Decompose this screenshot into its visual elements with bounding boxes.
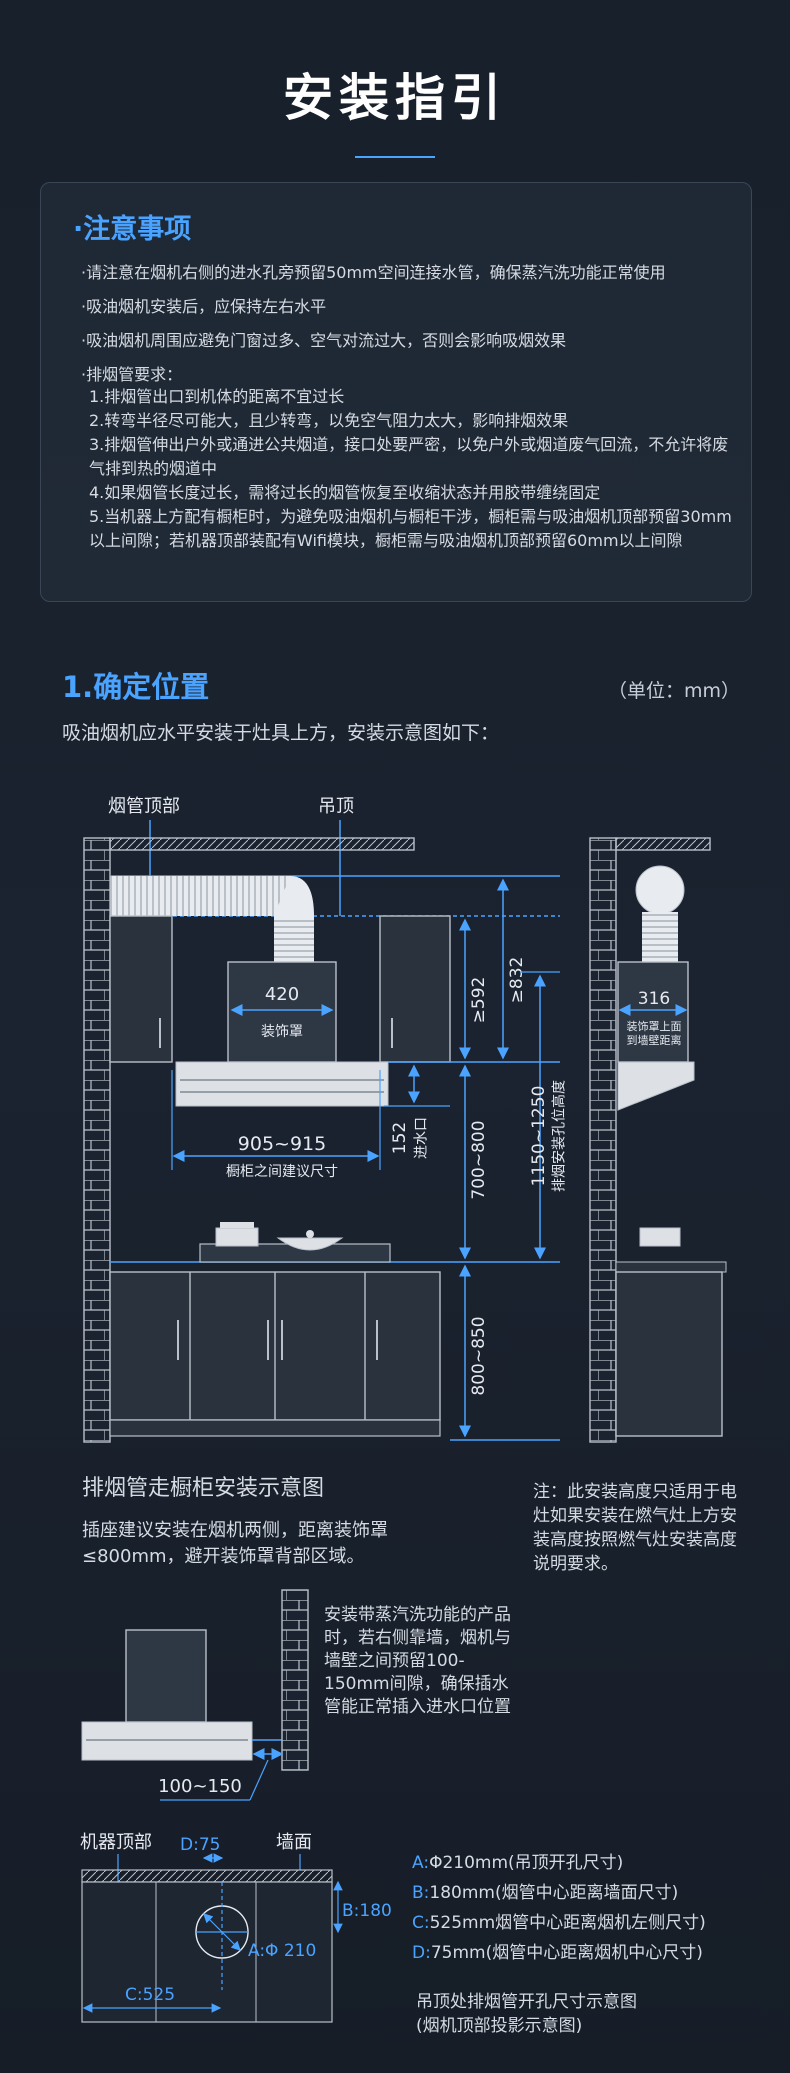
- cabinet-base: [109, 1419, 441, 1437]
- legend-text: 180mm(烟管中心距离墙面尺寸): [429, 1883, 679, 1903]
- legend-item: C:525mm烟管中心距离烟机左侧尺寸): [412, 1908, 706, 1933]
- dim-152: 152: [390, 1122, 410, 1154]
- dim-steam: 100~150: [158, 1776, 242, 1797]
- label-cabinet-gap: 橱柜之间建议尺寸: [226, 1164, 338, 1180]
- requirement-item: 4.如果烟管长度过长，需将过长的烟管恢复至收缩状态并用胶带缠绕固定: [89, 483, 601, 502]
- dim-d: D:75: [180, 1835, 220, 1855]
- label-wall: 墙面: [276, 1832, 312, 1853]
- label-ceiling: 吊顶: [318, 796, 354, 817]
- notice-box: ·注意事项 ·请注意在烟机右侧的进水孔旁预留50mm空间连接水管，确保蒸汽洗功能…: [40, 182, 752, 602]
- ceiling-slab: [109, 837, 415, 851]
- legend-text: 75mm(烟管中心距离烟机中心尺寸): [430, 1943, 703, 1963]
- dim-700: 700~800: [469, 1120, 489, 1199]
- title-underline: [355, 156, 435, 158]
- steam-wall: [281, 1589, 309, 1771]
- notice-heading: ·注意事项: [73, 214, 192, 245]
- label-side-cover-1: 装饰罩上面: [627, 1019, 682, 1033]
- steam-note: 安装带蒸汽洗功能的产品时，若右侧靠墙，烟机与墙壁之间预留100-150mm间隙，…: [324, 1605, 511, 1717]
- legend-text: 525mm烟管中心距离烟机左侧尺寸): [429, 1913, 706, 1933]
- dim-b: B:180: [342, 1901, 392, 1921]
- notice-bullet: ·吸油烟机安装后，应保持左右水平: [81, 297, 327, 316]
- legend-key: D:: [412, 1943, 431, 1963]
- left-wall: [83, 837, 111, 1443]
- side-hood-cover: [617, 961, 689, 1063]
- side-lower-cabinet: [615, 1271, 723, 1437]
- section-title: 1.确定位置: [62, 670, 210, 704]
- legend-item: A:Φ210mm(吊顶开孔尺寸): [412, 1848, 623, 1873]
- dim-a: A:Φ 210: [248, 1941, 316, 1961]
- unit-label: （单位：mm）: [608, 680, 741, 702]
- legend-item: D:75mm(烟管中心距离烟机中心尺寸): [412, 1938, 703, 1963]
- side-hood-body: [617, 1061, 695, 1111]
- top-view-caption: 吊顶处排烟管开孔尺寸示意图 (烟机顶部投影示意图): [416, 1990, 637, 2038]
- notice-bullet: ·排烟管要求：: [81, 365, 183, 384]
- subsection-description: 插座建议安装在烟机两侧，距离装饰罩≤800mm，避开装饰罩背部区域。: [82, 1520, 388, 1567]
- label-side-cover-2: 到墙壁距离: [627, 1033, 682, 1047]
- dim-800: 800~850: [469, 1316, 489, 1395]
- side-ceiling: [615, 837, 711, 851]
- label-inlet: 进水口: [414, 1117, 430, 1159]
- dim-316: 316: [638, 989, 670, 1009]
- hood-cover: [227, 961, 337, 1063]
- dim-905: 905~915: [238, 1133, 326, 1155]
- dim-1150: 1150~1250: [529, 1086, 549, 1187]
- wok: [276, 1237, 344, 1251]
- upper-cabinet-right: [379, 915, 451, 1063]
- dim-832: ≥832: [507, 957, 527, 1004]
- label-cover: 装饰罩: [261, 1024, 303, 1040]
- pot-lid: [220, 1222, 254, 1228]
- section-description: 吸油烟机应水平安装于灶具上方，安装示意图如下：: [62, 722, 500, 744]
- side-counter: [615, 1261, 727, 1273]
- dim-arrow-a: [203, 1913, 241, 1951]
- label-pipe-top: 烟管顶部: [108, 796, 180, 817]
- side-pot: [639, 1227, 681, 1247]
- exhaust-duct: [110, 876, 290, 916]
- dim-592: ≥592: [469, 977, 489, 1024]
- requirement-item: 2.转弯半径尽可能大，且少转弯，以免空气阻力太大，影响排烟效果: [89, 411, 569, 430]
- label-exhaust-height: 排烟安装孔位高度: [551, 1080, 568, 1192]
- pot: [215, 1227, 259, 1247]
- legend-text: Φ210mm(吊顶开孔尺寸): [429, 1853, 624, 1873]
- exhaust-duct-bend: [274, 876, 314, 916]
- legend-key: B:: [412, 1883, 430, 1903]
- label-machine-top: 机器顶部: [80, 1832, 152, 1853]
- top-wall: [81, 1869, 333, 1883]
- requirement-item: 3.排烟管伸出户外或通进公共烟道，接口处要严密，以免户外或烟道废气回流，不允许将…: [89, 435, 729, 478]
- leader-line: [249, 1759, 269, 1801]
- dim-c: C:525: [125, 1985, 175, 2005]
- install-note: 注：此安装高度只适用于电灶如果安装在燃气灶上方安装高度按照燃气灶安装高度说明要求…: [533, 1482, 737, 1574]
- steam-hood-cover: [125, 1629, 207, 1723]
- requirement-item: 1.排烟管出口到机体的距离不宜过长: [89, 387, 345, 406]
- caption-line: 吊顶处排烟管开孔尺寸示意图: [416, 1992, 637, 2012]
- exhaust-duct-vertical: [274, 916, 314, 962]
- legend-key: A:: [412, 1853, 430, 1873]
- top-outline: [81, 1881, 333, 2023]
- hood-body: [175, 1061, 389, 1107]
- legend-key: C:: [412, 1913, 430, 1933]
- subsection-title: 排烟管走橱柜安装示意图: [82, 1476, 325, 1501]
- requirement-list: 1.排烟管出口到机体的距离不宜过长 2.转弯半径尽可能大，且少转弯，以免空气阻力…: [89, 385, 739, 553]
- steam-hood-body: [81, 1721, 253, 1761]
- wok-knob: [306, 1230, 314, 1238]
- side-duct: [642, 912, 678, 964]
- legend-item: B:180mm(烟管中心距离墙面尺寸): [412, 1878, 678, 1903]
- requirement-item: 5.当机器上方配有橱柜时，为避免吸油烟机与橱柜干涉，橱柜需与吸油烟机顶部预留30…: [89, 507, 732, 550]
- side-wall: [589, 837, 617, 1443]
- notice-bullet: ·吸油烟机周围应避免门窗过多、空气对流过大，否则会影响吸烟效果: [81, 331, 567, 350]
- dim-420: 420: [265, 984, 299, 1005]
- side-duct-circle: [635, 865, 685, 915]
- notice-bullet: ·请注意在烟机右侧的进水孔旁预留50mm空间连接水管，确保蒸汽洗功能正常使用: [81, 263, 666, 282]
- page-title: 安装指引: [283, 69, 507, 127]
- upper-cabinet-left: [109, 915, 173, 1063]
- caption-line: (烟机顶部投影示意图): [416, 2016, 583, 2036]
